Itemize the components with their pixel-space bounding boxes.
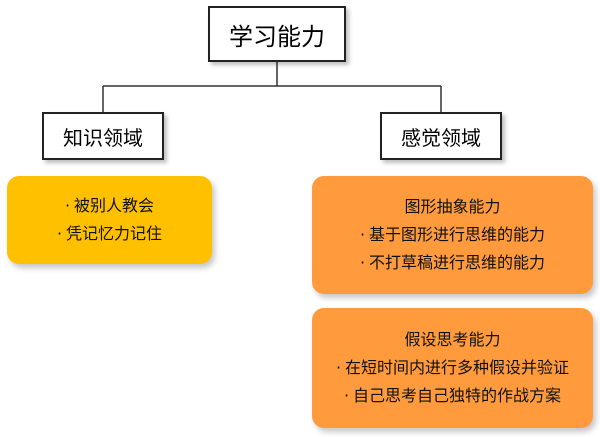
root-node-label: 学习能力 — [229, 22, 325, 51]
list-item-text: 基于图形进行思维的能力 — [369, 225, 546, 244]
list-item: ·不打草稿进行思维的能力 — [360, 249, 545, 277]
bullet-dot: · — [359, 253, 366, 272]
list-item: ·在短时间内进行多种假设并验证 — [336, 354, 569, 382]
list-item: ·自己思考自己独特的作战方案 — [344, 382, 561, 410]
bullet-dot: · — [335, 358, 342, 377]
branch-node-label: 知识领域 — [63, 125, 143, 150]
bullet-dot: · — [359, 225, 366, 244]
list-item-text: 在短时间内进行多种假设并验证 — [345, 358, 570, 377]
graphic-abstraction-card: 图形抽象能力 ·基于图形进行思维的能力 ·不打草稿进行思维的能力 — [312, 176, 593, 294]
root-node-learning-ability: 学习能力 — [208, 6, 346, 62]
card-heading: 假设思考能力 — [404, 330, 501, 349]
list-item-text: 不打草稿进行思维的能力 — [369, 253, 546, 272]
list-item: ·基于图形进行思维的能力 — [360, 221, 545, 249]
list-item: ·被别人教会 — [65, 192, 154, 220]
branch-node-label: 感觉领域 — [401, 125, 481, 150]
list-item-text: 凭记忆力记住 — [66, 224, 163, 243]
branch-node-sensory-domain: 感觉领域 — [380, 112, 502, 160]
hypothesis-thinking-card: 假设思考能力 ·在短时间内进行多种假设并验证 ·自己思考自己独特的作战方案 — [312, 308, 593, 428]
bullet-dot: · — [64, 196, 71, 215]
bullet-dot: · — [343, 386, 350, 405]
list-item-text: 自己思考自己独特的作战方案 — [353, 386, 562, 405]
branch-node-knowledge-domain: 知识领域 — [42, 112, 164, 160]
list-item-text: 被别人教会 — [74, 196, 155, 215]
list-item: ·凭记忆力记住 — [57, 220, 162, 248]
knowledge-card: ·被别人教会 ·凭记忆力记住 — [7, 176, 212, 264]
bullet-dot: · — [56, 224, 63, 243]
card-heading: 图形抽象能力 — [404, 197, 501, 216]
